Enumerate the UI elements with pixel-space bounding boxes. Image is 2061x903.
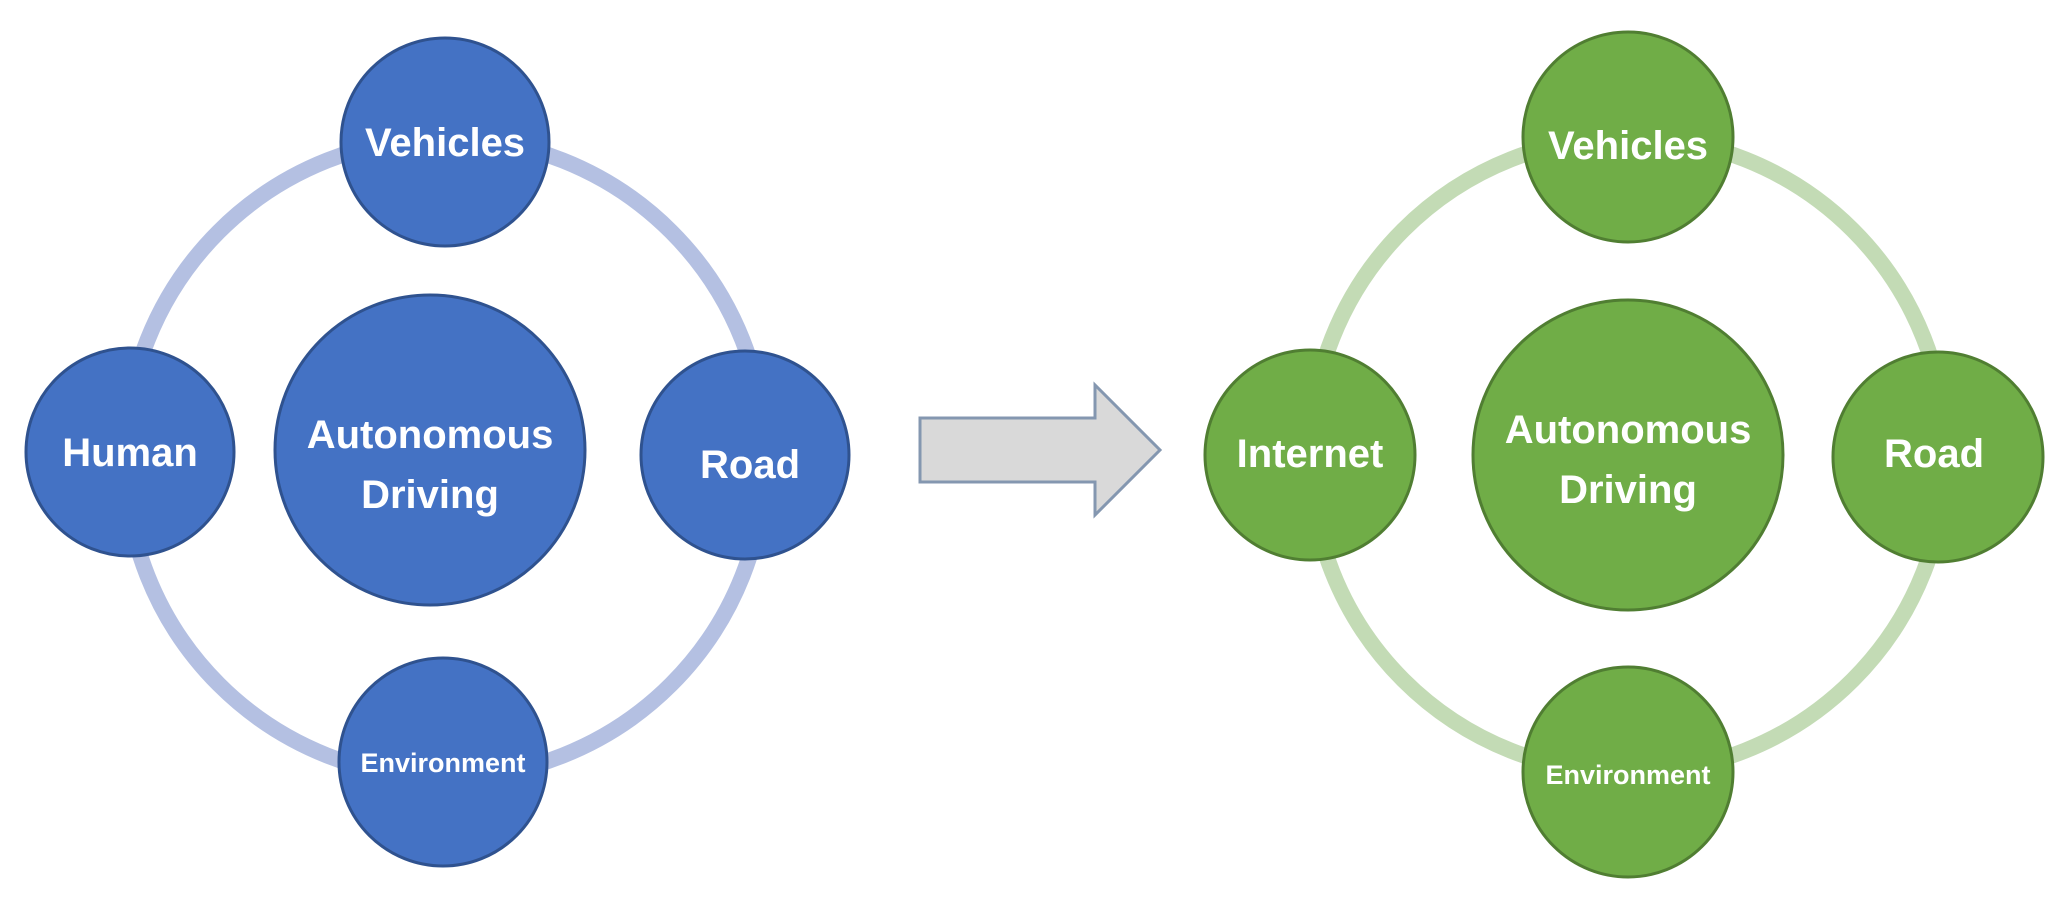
- right-node-vehicles-label: Vehicles: [1548, 124, 1708, 168]
- left-node-vehicles-label: Vehicles: [365, 121, 525, 165]
- left-node-vehicles: Vehicles: [339, 36, 551, 248]
- left-node-environment: Environment: [337, 656, 549, 868]
- left-diagram: Vehicles Human Road Environment Autonomo…: [24, 36, 851, 868]
- left-node-road-label: Road: [700, 443, 800, 487]
- left-node-human: Human: [24, 346, 236, 558]
- right-center-label-line1: Autonomous: [1505, 408, 1752, 452]
- right-center-label-line2: Driving: [1559, 468, 1697, 512]
- left-center-label-line1: Autonomous: [307, 413, 554, 457]
- right-node-environment: Environment: [1521, 665, 1735, 879]
- right-node-internet: Internet: [1203, 348, 1417, 562]
- left-center-label-line2: Driving: [361, 473, 499, 517]
- transition-arrow: [918, 381, 1163, 519]
- left-node-road: Road: [639, 349, 851, 561]
- left-node-environment-label: Environment: [360, 748, 525, 778]
- right-node-environment-label: Environment: [1545, 760, 1710, 790]
- right-node-vehicles: Vehicles: [1521, 30, 1735, 244]
- left-node-human-label: Human: [62, 431, 198, 475]
- right-node-road-label: Road: [1884, 432, 1984, 476]
- right-diagram: Vehicles Internet Road Environment Auton…: [1203, 30, 2045, 879]
- right-node-road: Road: [1831, 350, 2045, 564]
- right-node-autonomous-driving: Autonomous Driving: [1471, 298, 1785, 612]
- right-node-internet-label: Internet: [1237, 432, 1384, 476]
- left-node-autonomous-driving: Autonomous Driving: [273, 293, 587, 607]
